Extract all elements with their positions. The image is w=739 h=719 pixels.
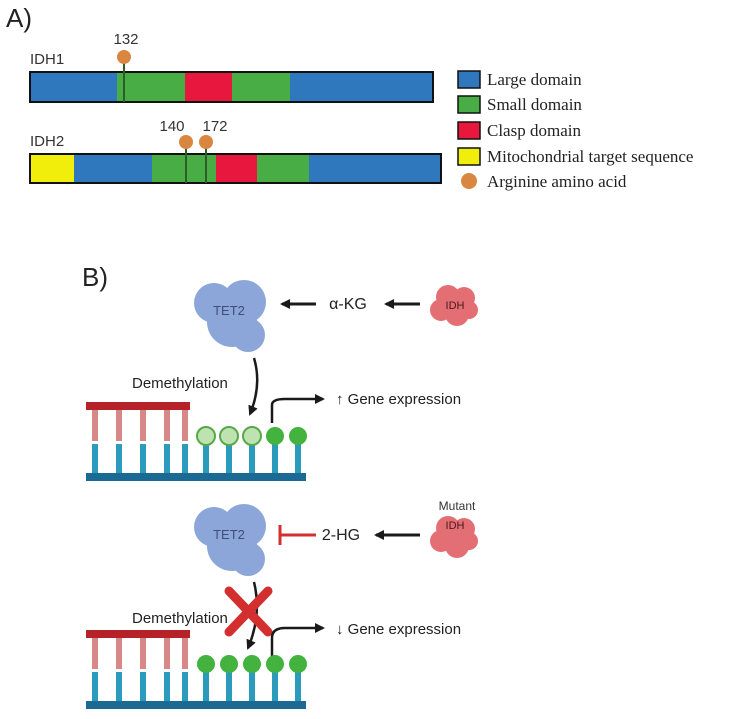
alpha-kg-label: α-KG: [329, 296, 367, 313]
idh1-clasp-domain: [185, 72, 232, 102]
arginine-marker: [179, 135, 193, 149]
legend-swatch-clasp: [457, 121, 481, 140]
tet2-label-top: TET2: [213, 303, 245, 318]
legend-label-arginine: Arginine amino acid: [487, 172, 627, 191]
legend-swatch-mito: [457, 147, 481, 166]
idh2-residue-172-label: 172: [202, 118, 227, 135]
expression-arrow-bottom: [270, 623, 325, 656]
expression-arrow-top: [270, 394, 325, 423]
legend-swatch-small: [457, 95, 481, 114]
methylated-site: [243, 655, 261, 673]
legend-swatch-arginine: [461, 173, 477, 189]
methylated-site: [220, 655, 238, 673]
idh2-label: IDH2: [30, 133, 64, 150]
dna-strand-top: [86, 402, 307, 481]
idh2-clasp-domain: [216, 154, 257, 183]
mutant-label: Mutant: [439, 499, 476, 513]
arginine-marker: [199, 135, 213, 149]
gene-expression-down-label: ↓ Gene expression: [336, 621, 461, 638]
mutant-idh-enzyme: [430, 516, 478, 558]
idh2-residue-140-label: 140: [159, 118, 184, 135]
dna-lower-backbone: [86, 701, 306, 709]
idh1-residue-label: 132: [113, 31, 138, 48]
legend-label-mito: Mitochondrial target sequence: [487, 147, 693, 166]
panel-b-label: B): [82, 262, 108, 292]
idh1-label: IDH1: [30, 51, 64, 68]
dna-upper-backbone: [86, 402, 190, 410]
idh1-small-domain-1: [117, 72, 185, 102]
panel-a-label: A): [6, 3, 32, 33]
legend-swatch-large: [457, 70, 481, 89]
idh1-outline: [29, 71, 434, 103]
idh1-large-domain-c: [290, 72, 433, 102]
methylated-site: [289, 655, 307, 673]
dna-upper-backbone: [86, 630, 190, 638]
domain-legend: Large domain Small domain Clasp domain M…: [457, 70, 693, 191]
idh2-outline: [29, 153, 442, 184]
gene-expression-up-label: ↑ Gene expression: [336, 391, 461, 408]
idh2-large-domain-n: [74, 154, 152, 183]
idh1-bar: [29, 71, 434, 103]
demethylation-label-top: Demethylation: [132, 375, 228, 392]
idh2-large-domain-c: [309, 154, 441, 183]
blocked-cross-icon: [224, 586, 273, 637]
arginine-marker: [117, 50, 131, 64]
legend-label-clasp: Clasp domain: [487, 121, 581, 140]
idh-label-top: IDH: [446, 300, 465, 312]
methylated-site: [197, 655, 215, 673]
legend-label-large: Large domain: [487, 70, 582, 89]
idh1-arginine-132: [117, 50, 131, 102]
idh2-arginine-172: [199, 135, 213, 183]
idh2-bar: [29, 153, 442, 184]
demethylated-site: [196, 426, 216, 446]
inhibition-arrow: [278, 525, 316, 545]
tet2-label-bottom: TET2: [213, 527, 245, 542]
idh-enzyme-top: [430, 285, 478, 326]
mutant-idh-label: IDH: [446, 520, 465, 532]
methylated-site: [289, 427, 307, 445]
two-hg-label: 2-HG: [322, 527, 360, 544]
idh2-arginine-140: [179, 135, 193, 183]
tet2-protein-top: [194, 280, 266, 352]
methylated-site: [266, 427, 284, 445]
idh2-small-domain-2: [257, 154, 309, 183]
dna-strand-bottom: [86, 630, 307, 709]
idh2-mito-target-sequence: [30, 154, 74, 183]
idh1-large-domain-n: [30, 72, 117, 102]
dna-lower-backbone: [86, 473, 306, 481]
idh1-small-domain-2: [232, 72, 290, 102]
legend-label-small: Small domain: [487, 95, 582, 114]
demethylated-site: [219, 426, 239, 446]
demethylation-arrow-top: [248, 357, 259, 416]
demethylated-site: [242, 426, 262, 446]
tet2-protein-bottom: [194, 504, 266, 576]
methylated-site: [266, 655, 284, 673]
demethylation-label-bottom: Demethylation: [132, 610, 228, 627]
